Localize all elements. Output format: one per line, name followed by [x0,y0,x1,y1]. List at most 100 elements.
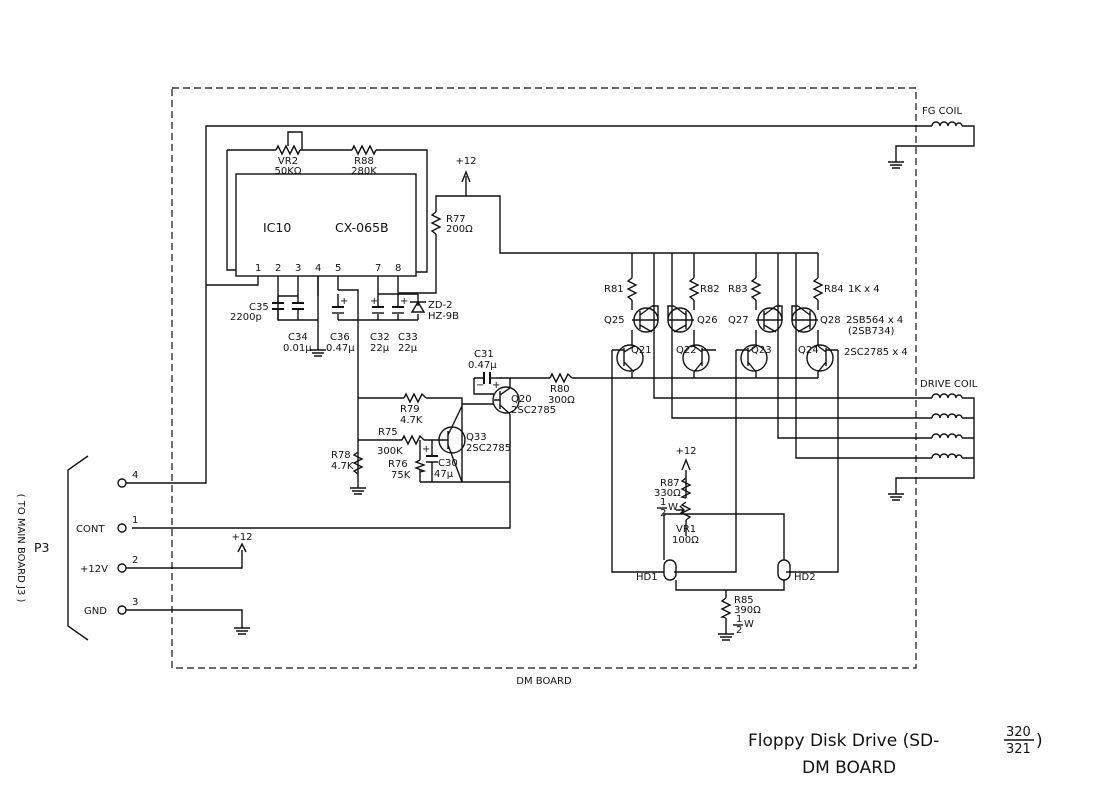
r76-resistor [414,459,427,473]
c30-value: 47μ [434,469,454,480]
ic10: IC10 CX-065B 1 2 3 4 5 7 8 [206,173,417,320]
c33-capacitor: + [392,296,408,314]
ic-pin-2: 2 [275,263,281,274]
r87-power-num: 1 [660,497,666,508]
r78-resistor [352,451,364,475]
r84-ref: R84 [824,284,844,295]
r80-resistor [549,372,573,384]
r81-resistor [626,277,638,301]
cap-bank-wire [277,276,419,350]
r85-power-num: 1 [736,614,742,625]
ic-pin-7: 7 [375,263,381,274]
ground-icon [350,487,366,495]
vr1-ref: VR1 [676,524,696,535]
pin-1-label: CONT [76,524,105,535]
hd1-head [663,559,677,581]
c36-capacitor: + [332,296,348,314]
board-outline [171,87,917,669]
r76-value: 75K [391,470,411,481]
r75-value: 300K [377,446,403,457]
ic-pin-8: 8 [395,263,401,274]
q25-ref: Q25 [604,315,625,326]
q20-ref: Q20 [511,394,532,405]
hd2-label: HD2 [794,572,816,583]
c36-ref: C36 [330,332,350,343]
c34-capacitor [292,302,304,310]
r78-ref: R78 [331,450,351,461]
connector-pin-3 [117,605,127,615]
connector-note: ( TO MAIN BOARD J3 ) [15,494,26,603]
bridge-wire [611,253,975,634]
c35-ref: C35 [249,302,269,313]
r77-resistor [430,211,442,235]
connector-pin-1 [117,523,127,533]
drive-coil-2-inductor [931,413,963,419]
c31-value: 0.47μ [468,360,497,371]
ground-icon [888,493,904,501]
r83-resistor [750,277,762,301]
r77-ref: R77 [446,214,466,225]
r81-ref: R81 [604,284,624,295]
r77-value: 200Ω [446,224,473,235]
pin-1-num: 1 [132,515,138,526]
q21-transistor [612,344,644,373]
drive-coil-1-inductor [931,393,963,399]
fg-coil-label: FG COIL [922,106,962,117]
ic-pin-3: 3 [295,263,301,274]
arrow-up-icon [237,542,247,553]
r85-resistor [719,597,732,619]
q28-ref: Q28 [820,315,841,326]
plus12-top-label: +12 [455,156,476,167]
r75-ref: R75 [378,427,398,438]
vr1-wiper [676,505,685,515]
zd2-part: HZ-9B [428,311,459,322]
c35-value: 2200p [230,312,262,323]
q27-transistor [757,305,783,333]
r85-value: 390Ω [734,605,761,616]
hd1-label: HD1 [636,572,658,583]
c30-capacitor: + [422,444,438,470]
title-suffix: ) [1036,731,1043,751]
connector-wire [126,285,243,628]
q25-transistor [633,305,659,333]
c34-ref: C34 [288,332,308,343]
q20-part: 2SC2785 [511,405,556,416]
svg-text:+: + [340,296,348,307]
r87-power-den: 2 [660,508,666,519]
q23-ref: Q23 [751,345,772,356]
title-model-bottom: 321 [1006,742,1031,757]
vr1-resistor [680,501,692,521]
arrow-up-icon [461,170,471,183]
c34-value: 0.01μ [283,343,312,354]
vr2-resistor [275,144,301,156]
hd2-head [777,559,791,581]
q27-ref: Q27 [728,315,749,326]
q33-transistor [438,405,466,483]
driver-wire [132,289,818,529]
r76-ref: R76 [388,459,408,470]
npn-note: 2SC2785 x 4 [844,347,908,358]
r87-ref: R87 [660,478,680,489]
r78-value: 4.7K [331,461,354,472]
svg-text:+: + [492,380,500,391]
q24-transistor [806,344,838,373]
c31-capacitor: −+ [476,372,500,391]
svg-text:+: + [400,296,408,307]
q21-ref: Q21 [631,345,652,356]
r88-ref: R88 [354,156,374,167]
drive-coil-4-inductor [931,453,963,459]
pnp-note: 2SB564 x 4 [846,315,903,326]
fg-coil-wire [205,125,975,285]
vr2-wiper [287,131,303,150]
connector-ref: P3 [34,540,50,555]
connector-bracket [67,455,89,641]
q22-ref: Q22 [676,345,697,356]
q20-transistor [492,386,520,415]
ground-icon [718,633,734,641]
q23-transistor [736,344,768,373]
r85-power-unit: W [744,619,754,630]
title-board: DM BOARD [802,758,896,778]
r82-resistor [688,277,700,301]
r85-power-den: 2 [736,625,742,636]
